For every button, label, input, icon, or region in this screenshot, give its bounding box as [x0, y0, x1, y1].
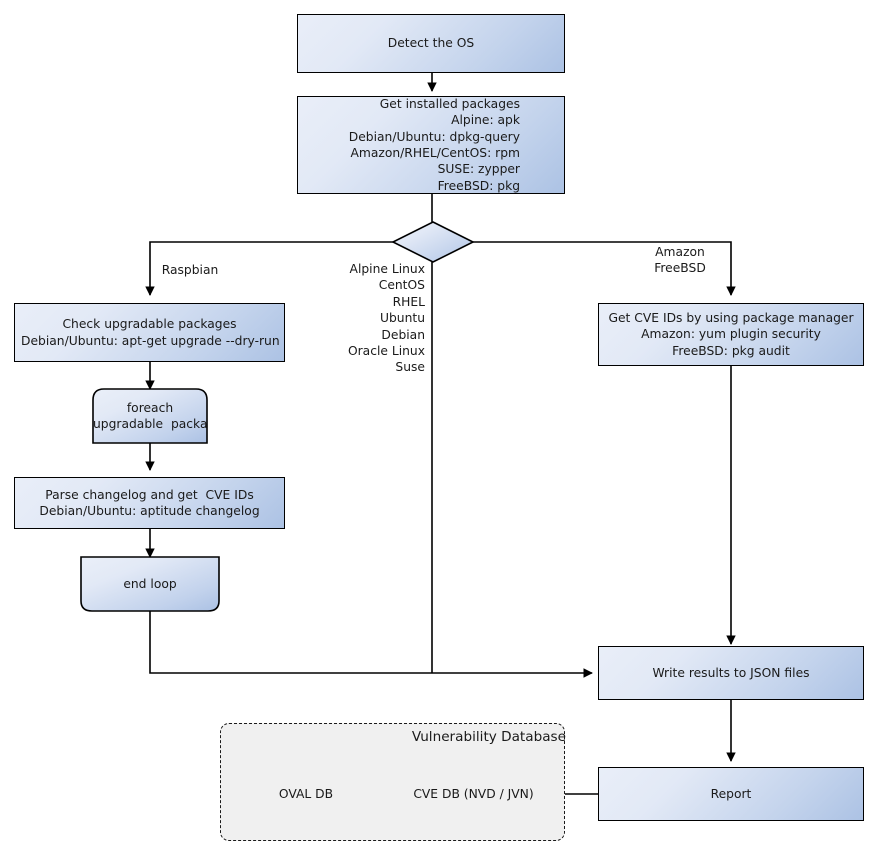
edge-label-os-list: Alpine Linux CentOS RHEL Ubuntu Debian O…	[347, 262, 425, 375]
edge-decision-to-check-upgradable	[145, 241, 393, 296]
node-foreach-upgradable-packages-label: foreach upgradable packages	[93, 400, 230, 431]
node-get-installed-packages-label: Get installed packages Alpine: apk Debia…	[348, 96, 520, 193]
cve-db-label: CVE DB (NVD / JVN)	[413, 787, 534, 801]
node-check-upgradable-packages-label: Check upgradable packages Debian/Ubuntu:…	[21, 317, 280, 348]
node-end-loop[interactable]: end loop	[81, 557, 219, 611]
end-loop-shape	[80, 556, 220, 612]
edge-endloop-to-write-results	[149, 611, 593, 678]
edge-label-amazon-freebsd: Amazon FreeBSD	[654, 245, 706, 276]
node-parse-changelog[interactable]: Parse changelog and get CVE IDs Debian/U…	[14, 477, 285, 529]
node-get-cve-ids-label: Get CVE IDs by using package manager Ama…	[608, 310, 854, 358]
foreach-loop-shape	[92, 388, 208, 444]
vulnerability-database-title: Vulnerability Database	[411, 729, 566, 745]
node-detect-the-os[interactable]: Detect the OS	[297, 14, 565, 73]
node-write-results-to-json[interactable]: Write results to JSON files	[598, 646, 864, 700]
node-end-loop-label: end loop	[123, 576, 177, 591]
edge-decision-to-get-cve-ids	[473, 241, 736, 296]
node-get-installed-packages[interactable]: Get installed packages Alpine: apk Debia…	[297, 96, 565, 194]
vulnerability-database-group	[220, 723, 565, 841]
node-foreach-upgradable-packages[interactable]: foreach upgradable packages	[93, 389, 207, 443]
node-get-cve-ids[interactable]: Get CVE IDs by using package manager Ama…	[598, 303, 864, 366]
node-write-results-to-json-label: Write results to JSON files	[652, 665, 810, 680]
oval-db-label: OVAL DB	[278, 787, 334, 801]
node-detect-the-os-label: Detect the OS	[387, 36, 475, 51]
os-decision-diamond	[391, 221, 475, 263]
node-parse-changelog-label: Parse changelog and get CVE IDs Debian/U…	[39, 487, 260, 518]
node-check-upgradable-packages[interactable]: Check upgradable packages Debian/Ubuntu:…	[14, 303, 285, 362]
node-report[interactable]: Report	[598, 767, 864, 821]
edge-label-raspbian: Raspbian	[161, 263, 219, 277]
node-report-label: Report	[710, 786, 752, 801]
